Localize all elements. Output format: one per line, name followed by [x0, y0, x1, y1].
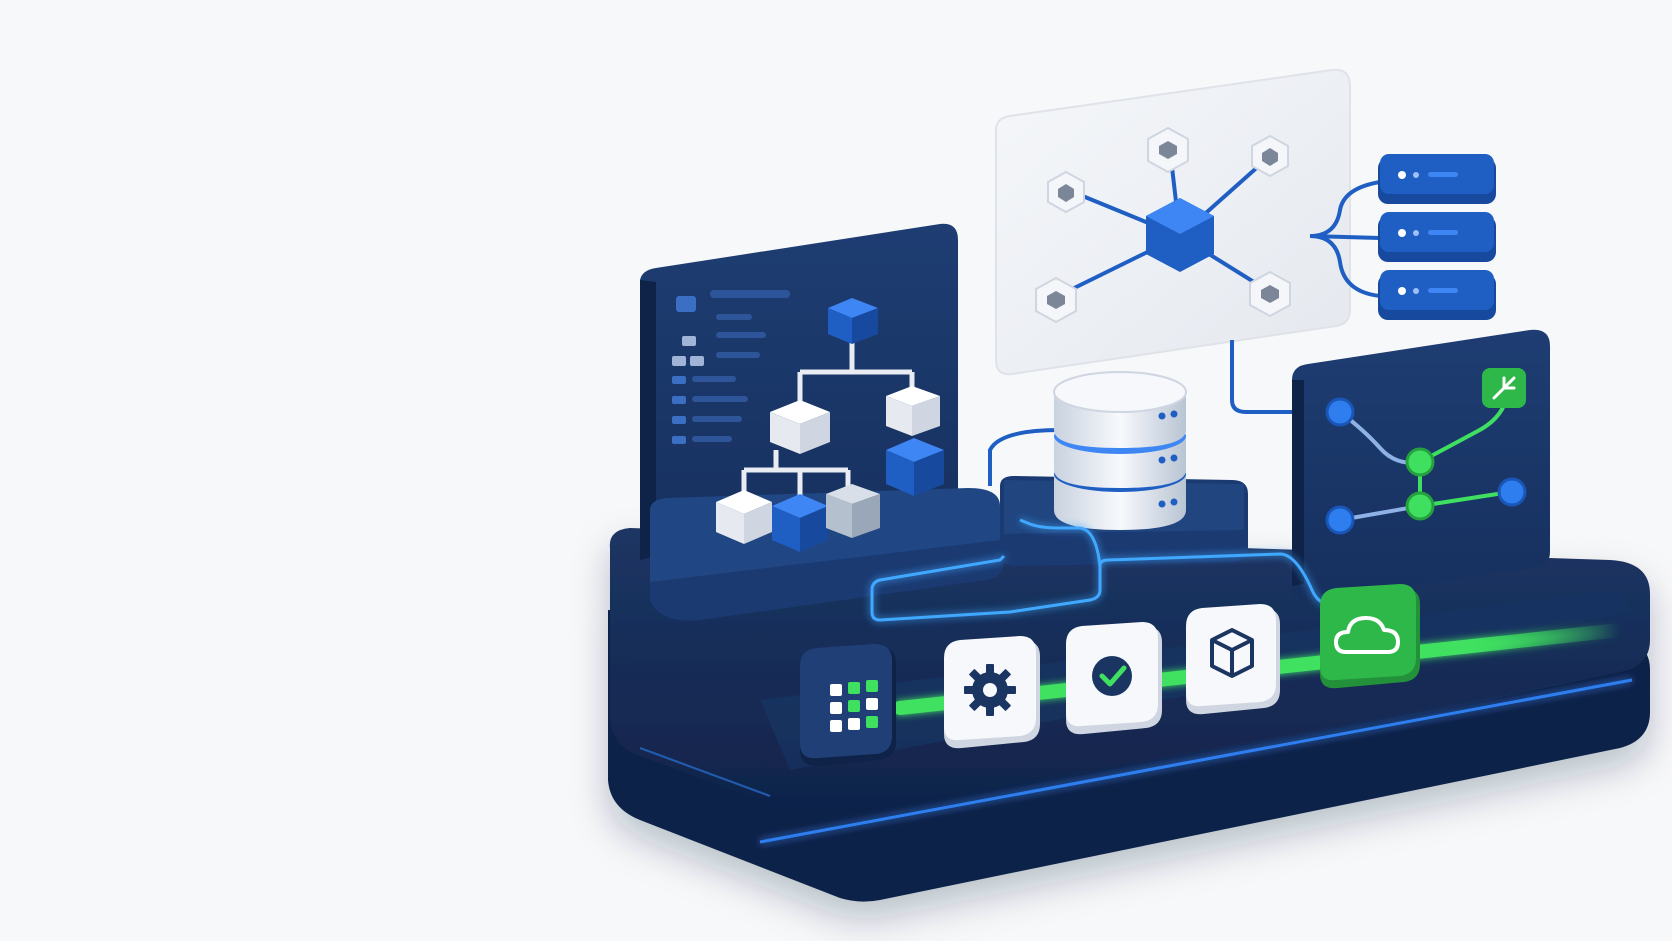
tree-node-white-right: [886, 386, 940, 436]
hub-node: [1147, 126, 1189, 174]
check-icon: [1066, 622, 1162, 735]
tree-blocks: [716, 298, 944, 552]
data-flow-line: [870, 518, 1331, 622]
server-icon: [1378, 270, 1496, 320]
graph-node: [1497, 477, 1527, 507]
panel-links: [988, 340, 1300, 486]
tree-node-blue-right: [886, 438, 944, 496]
hub-node: [1047, 170, 1085, 214]
gear-icon: [944, 636, 1040, 749]
cube-icon: [1186, 604, 1280, 715]
graph-panel: [1292, 329, 1550, 601]
tree-node-root: [828, 298, 878, 344]
hub-node: [1251, 134, 1289, 178]
hexagon-hub-icon: [1146, 198, 1214, 272]
graph-node: [1405, 447, 1435, 477]
server-icon: [1378, 212, 1496, 262]
grid-icon: [800, 644, 896, 767]
graph-node: [1325, 505, 1355, 535]
platform-glow-edge: [759, 678, 1633, 844]
tree-node-bottom-blue: [772, 494, 828, 552]
tree-node-bottom-grey: [826, 484, 880, 538]
hub-node: [1035, 276, 1077, 324]
hub-node: [1249, 270, 1291, 318]
graph-node: [1325, 397, 1355, 427]
cloud-icon: [1320, 584, 1420, 689]
hub-panel: [995, 68, 1351, 376]
tree-connectors: [741, 330, 915, 500]
tree-node-bottom-white: [716, 490, 772, 544]
graph-node: [1405, 491, 1435, 521]
server-icon: [1378, 154, 1496, 204]
server-stack: [1309, 154, 1496, 320]
folder-icon: [676, 296, 696, 312]
tree-node-white-left: [770, 400, 830, 454]
database-icon: [1053, 371, 1187, 530]
leaf-icon: [1482, 368, 1526, 408]
